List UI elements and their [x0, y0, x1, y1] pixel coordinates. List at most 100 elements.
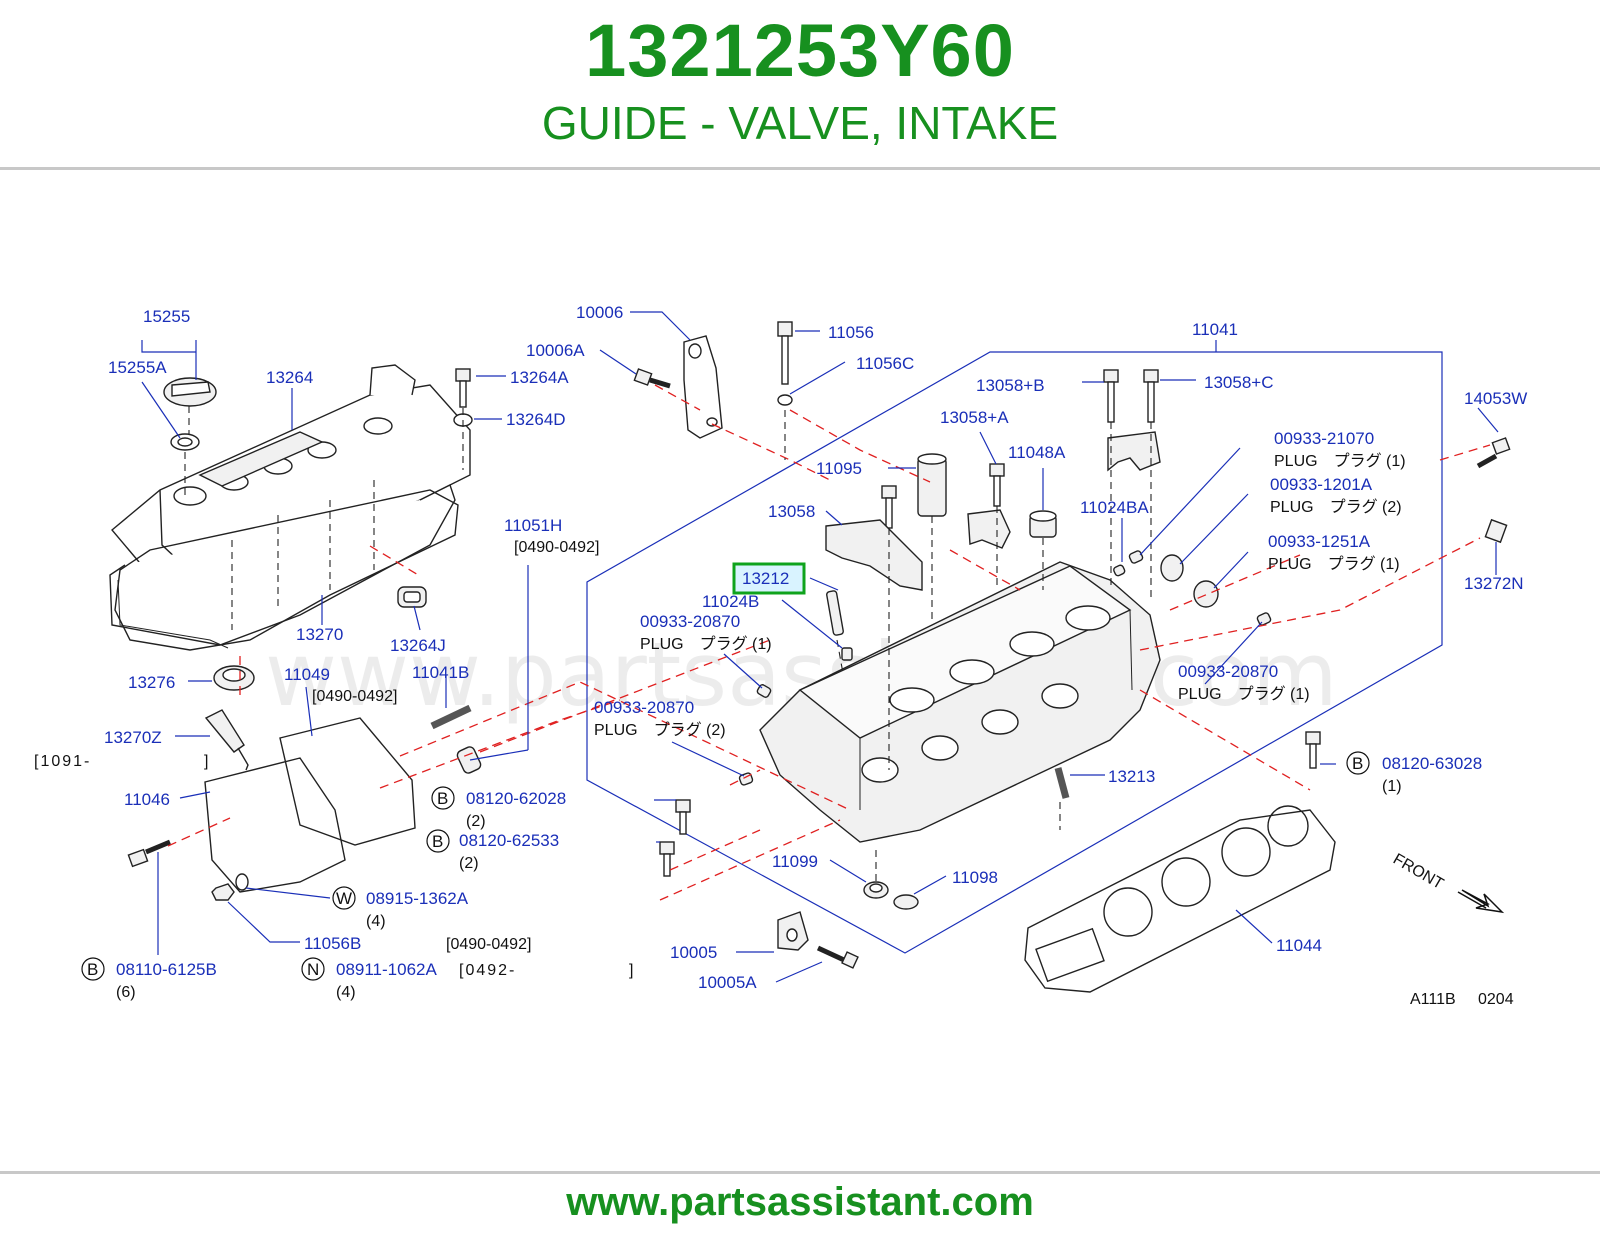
- part-label-11046[interactable]: 11046: [124, 790, 170, 809]
- part-label-08120-62028[interactable]: 08120-62028: [466, 789, 566, 808]
- tappet-drawing: [917, 453, 947, 517]
- part-label-11049[interactable]: 11049: [284, 665, 330, 684]
- cover-gasket-drawing: [114, 489, 459, 651]
- reference-code: A111B: [1410, 991, 1456, 1008]
- part-label-15255[interactable]: 15255: [143, 307, 190, 326]
- part-label-11099[interactable]: 11099: [772, 852, 818, 871]
- qty-08110-6125b: (6): [116, 984, 136, 1001]
- front-cover-drawing: [204, 717, 416, 893]
- sub-00933-20870-a: PLUG プラグ (1): [640, 635, 772, 653]
- head-gasket-drawing: [1024, 805, 1336, 993]
- front-direction-indicator: FRONT: [1390, 851, 1505, 914]
- part-label-13270[interactable]: 13270: [296, 625, 343, 644]
- sealant-tube-drawing: [204, 709, 249, 771]
- bolt-08110-drawing: [127, 839, 171, 868]
- part-label-11024b[interactable]: 11024B: [702, 592, 759, 611]
- circle-letter-b: B: [87, 960, 98, 979]
- seal-13276-drawing: [213, 665, 255, 691]
- plugs-drawing: [738, 550, 1272, 786]
- part-label-13270z[interactable]: 13270Z: [104, 728, 162, 747]
- part-label-00933-1201a[interactable]: 00933-1201A: [1270, 475, 1373, 494]
- cap-11051H-drawing: [456, 746, 482, 774]
- part-label-08915-1362a[interactable]: 08915-1362A: [366, 889, 469, 908]
- part-label-10005[interactable]: 10005: [670, 943, 717, 962]
- leader-lines: [141, 311, 1499, 983]
- part-label-13264d[interactable]: 13264D: [506, 410, 566, 429]
- head-bolts-drawing: [659, 799, 691, 877]
- part-label-11024ba[interactable]: 11024BA: [1080, 498, 1149, 517]
- part-label-14053w[interactable]: 14053W: [1464, 389, 1527, 408]
- sub-00933-1251a: PLUG プラグ (1): [1268, 555, 1400, 573]
- stud-13213-drawing: [1054, 767, 1070, 799]
- part-label-13264a[interactable]: 13264A: [510, 368, 569, 387]
- part-label-08120-63028[interactable]: 08120-63028: [1382, 754, 1482, 773]
- part-label-10006[interactable]: 10006: [576, 303, 623, 322]
- part-label-11056b[interactable]: 11056B: [304, 934, 361, 953]
- part-label-13264j[interactable]: 13264J: [390, 636, 446, 655]
- part-label-11056c[interactable]: 11056C: [856, 354, 914, 373]
- qty-08120-62028: (2): [466, 813, 486, 830]
- part-label-08911-1062a[interactable]: 08911-1062A: [336, 960, 437, 979]
- cam-bracket-a-drawing: [967, 509, 1011, 549]
- plate-13272N-drawing: [1484, 518, 1508, 544]
- part-label-10006a[interactable]: 10006A: [526, 341, 585, 360]
- circle-letter-b: B: [437, 789, 448, 808]
- range-08911-end: ]: [629, 962, 633, 979]
- oil-filler-cap-drawing: [163, 377, 217, 451]
- circle-letter-w: W: [336, 889, 352, 908]
- part-labels: 15255 15255A 13264 13264A 13264D 13270 1…: [34, 303, 1527, 1008]
- part-number-title: 1321253Y60: [585, 9, 1015, 92]
- sub-00933-1201a: PLUG プラグ (2): [1270, 498, 1402, 516]
- part-label-11098[interactable]: 11098: [952, 868, 998, 887]
- assembly-lines-black: [184, 406, 1152, 882]
- part-label-00933-21070[interactable]: 00933-21070: [1274, 429, 1374, 448]
- part-description: GUIDE - VALVE, INTAKE: [541, 97, 1059, 149]
- part-label-13213[interactable]: 13213: [1108, 767, 1155, 786]
- bolt-14053W-drawing: [1476, 437, 1511, 469]
- page-header: 1321253Y60 GUIDE - VALVE, INTAKE: [0, 0, 1600, 168]
- part-label-11041b[interactable]: 11041B: [412, 663, 469, 682]
- part-label-11041[interactable]: 11041: [1192, 320, 1238, 339]
- range-13270z-end: ]: [204, 753, 208, 770]
- part-label-11044[interactable]: 11044: [1276, 936, 1322, 955]
- part-label-13058b[interactable]: 13058+B: [976, 376, 1045, 395]
- part-label-13058a[interactable]: 13058+A: [940, 408, 1009, 427]
- qty-08120-63028: (1): [1382, 778, 1402, 795]
- sub-00933-21070: PLUG プラグ (1): [1274, 452, 1406, 470]
- part-label-08120-62533[interactable]: 08120-62533: [459, 831, 559, 850]
- part-label-00933-20870-a[interactable]: 00933-20870: [640, 612, 740, 631]
- cam-bracket-top-drawing: [1107, 431, 1161, 472]
- cylinder-head-assembly-outline: [586, 351, 1443, 954]
- part-label-13276[interactable]: 13276: [128, 673, 175, 692]
- part-label-10005a[interactable]: 10005A: [698, 973, 757, 992]
- bolt-08120-63028-drawing: [1305, 731, 1321, 769]
- parts-diagram: www.partsassistant.com: [34, 303, 1527, 1008]
- part-label-13058c[interactable]: 13058+C: [1204, 373, 1273, 392]
- cap-11048A-drawing: [1029, 510, 1057, 538]
- cam-bracket-13058-drawing: [825, 519, 923, 591]
- part-label-13058[interactable]: 13058: [768, 502, 815, 521]
- part-label-13212[interactable]: 13212: [742, 569, 789, 588]
- part-label-13264[interactable]: 13264: [266, 368, 313, 387]
- rear-bracket-drawing: [777, 911, 859, 969]
- part-label-08110-6125b[interactable]: 08110-6125B: [116, 960, 217, 979]
- part-label-11048a[interactable]: 11048A: [1008, 443, 1066, 462]
- part-label-11056[interactable]: 11056: [828, 323, 874, 342]
- part-label-00933-1251a[interactable]: 00933-1251A: [1268, 532, 1371, 551]
- part-label-11051h[interactable]: 11051H: [504, 516, 562, 535]
- sub-00933-20870-b: PLUG プラグ (1): [1178, 685, 1310, 703]
- footer-url[interactable]: www.partsassistant.com: [566, 1180, 1034, 1224]
- stud-11041B-drawing: [430, 704, 472, 730]
- header-divider: [0, 167, 1600, 170]
- footer-divider: [0, 1171, 1600, 1174]
- part-label-00933-20870-c[interactable]: 00933-20870: [594, 698, 694, 717]
- qty-08911-1062a: (4): [336, 984, 356, 1001]
- seals-drawing: [863, 881, 919, 910]
- circle-letter-b: B: [432, 832, 443, 851]
- part-label-15255a[interactable]: 15255A: [108, 358, 167, 377]
- part-label-13272n[interactable]: 13272N: [1464, 574, 1524, 593]
- cylinder-head-drawing: [759, 561, 1161, 843]
- lifting-bracket-drawing: [633, 335, 723, 439]
- part-label-00933-20870-b[interactable]: 00933-20870: [1178, 662, 1278, 681]
- part-label-11095[interactable]: 11095: [816, 459, 862, 478]
